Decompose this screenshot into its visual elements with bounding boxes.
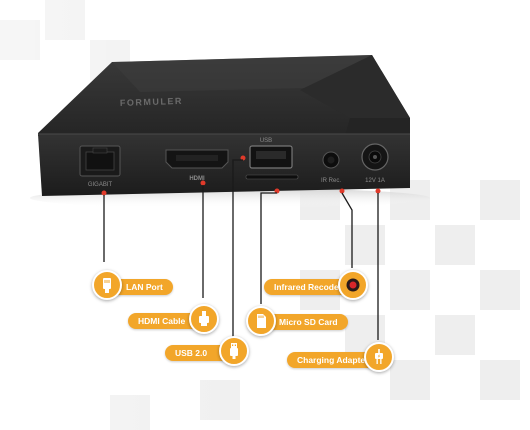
usb-badge	[219, 336, 249, 366]
hdmi-plug-icon	[199, 311, 209, 326]
sd-badge	[246, 306, 276, 336]
device-brand: FORMULER	[120, 96, 183, 108]
usb-callout-label: USB 2.0	[175, 348, 208, 358]
power-callout-label: Charging Adapter	[297, 355, 369, 365]
hdmi-callout-label: HDMI Cable	[138, 316, 186, 326]
hdmi-port-label: HDMI	[189, 176, 205, 182]
sd-callout: Micro SD Card	[257, 314, 348, 330]
ir-callout-label: Infrared Recoder	[274, 282, 343, 292]
ir-sensor-icon	[346, 278, 360, 292]
lan-port-callout-label: LAN Port	[126, 282, 163, 292]
sd-card-icon	[257, 314, 266, 328]
lan-port-label: GIGABIT	[88, 182, 113, 188]
usb-plug-icon	[230, 343, 238, 359]
lan-port-badge	[92, 270, 122, 300]
connector-lines	[103, 159, 379, 340]
hdmi-callout: HDMI Cable	[128, 313, 208, 329]
ir-badge	[338, 270, 368, 300]
power-plug-icon	[375, 349, 383, 364]
usb-callout: USB 2.0	[165, 345, 230, 361]
sd-callout-label: Micro SD Card	[279, 317, 338, 327]
usb-port-label: USB	[260, 138, 272, 144]
ethernet-plug-icon	[103, 278, 111, 293]
hdmi-badge	[189, 304, 219, 334]
power-badge	[364, 342, 394, 372]
power-label: 12V 1A	[365, 178, 385, 184]
sd-slot	[245, 174, 299, 180]
indicator-dots	[101, 155, 381, 196]
ir-label: IR Rec.	[321, 178, 341, 184]
